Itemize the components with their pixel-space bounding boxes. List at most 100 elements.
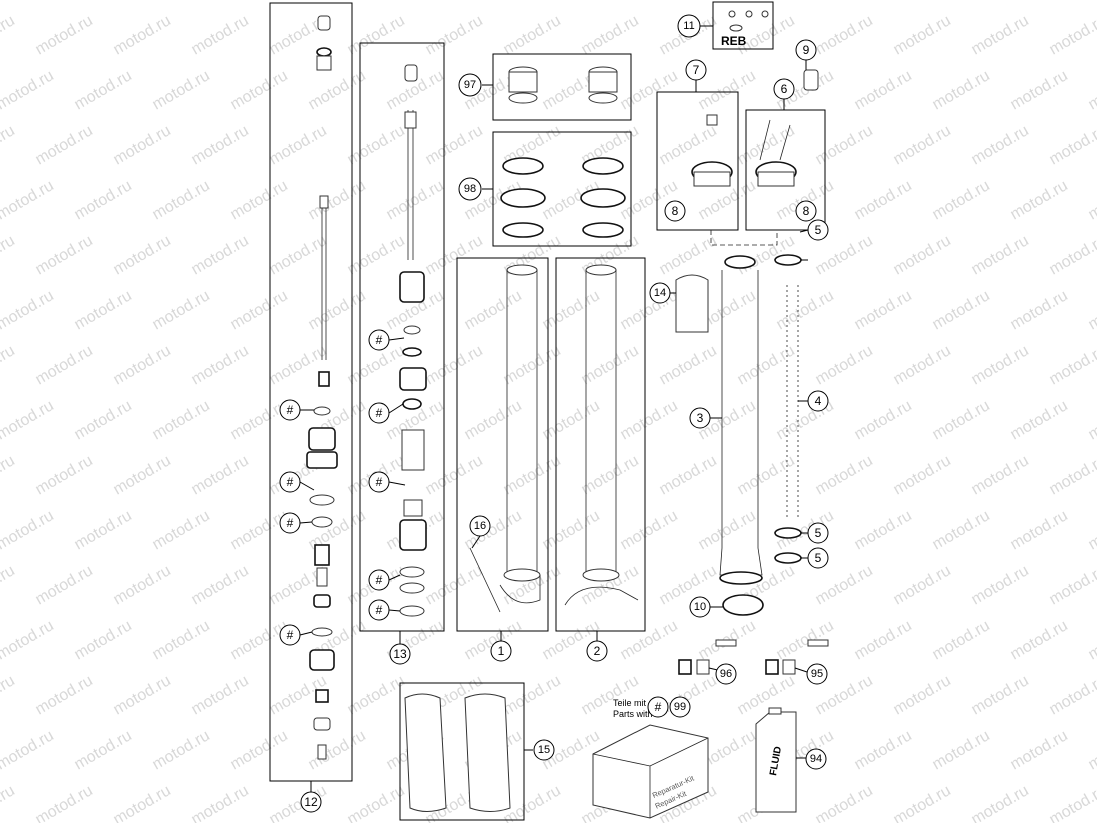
watermark-text: motod.ru: [189, 452, 252, 498]
watermark-text: motod.ru: [930, 727, 993, 773]
watermark-text: motod.ru: [462, 397, 525, 443]
watermark-text: motod.ru: [618, 397, 681, 443]
callout-1[interactable]: 1: [490, 640, 512, 662]
callout-4[interactable]: 4: [807, 390, 829, 412]
watermark-text: motod.ru: [852, 507, 915, 553]
watermark-text: motod.ru: [813, 452, 876, 498]
callout-94[interactable]: 94: [805, 748, 827, 770]
watermark-text: motod.ru: [969, 342, 1032, 388]
hash-marker-12a[interactable]: #: [279, 399, 301, 421]
callout-8b-text: 8: [803, 204, 810, 218]
callout-99[interactable]: 99: [669, 696, 691, 718]
hash-13b-text: #: [376, 406, 383, 420]
hash-marker-12c[interactable]: #: [279, 512, 301, 534]
seals-98: [500, 157, 626, 238]
callout-3[interactable]: 3: [689, 407, 711, 429]
callout-12-text: 12: [304, 795, 318, 809]
watermark-text: motod.ru: [0, 342, 18, 388]
watermark-text: motod.ru: [969, 672, 1032, 718]
watermark-text: motod.ru: [0, 0, 57, 3]
callout-11[interactable]: 11: [677, 14, 701, 38]
watermark-text: motod.ru: [0, 782, 18, 823]
watermark-text: motod.ru: [72, 727, 135, 773]
watermark-text: motod.ru: [1047, 672, 1097, 718]
watermark-text: motod.ru: [462, 0, 525, 3]
hash-marker-13c[interactable]: #: [368, 471, 390, 493]
washer-5c: [774, 552, 802, 564]
callout-hash-99[interactable]: #: [647, 696, 669, 718]
watermark-text: motod.ru: [891, 12, 954, 58]
callout-8a[interactable]: 8: [664, 200, 686, 222]
watermark-text: motod.ru: [618, 67, 681, 113]
box-97: [492, 53, 632, 121]
watermark-text: motod.ru: [1008, 67, 1071, 113]
watermark-text: motod.ru: [501, 672, 564, 718]
watermark-text: motod.ru: [189, 232, 252, 278]
watermark-text: motod.ru: [1086, 177, 1097, 223]
callout-13[interactable]: 13: [389, 643, 411, 665]
callout-15[interactable]: 15: [533, 739, 555, 761]
watermark-text: motod.ru: [345, 122, 408, 168]
watermark-text: motod.ru: [0, 452, 18, 498]
callout-5b[interactable]: 5: [807, 522, 829, 544]
watermark-text: motod.ru: [111, 782, 174, 823]
callout-97[interactable]: 97: [458, 73, 482, 97]
hash-marker-12b[interactable]: #: [279, 471, 301, 493]
watermark-text: motod.ru: [1008, 617, 1071, 663]
callout-2[interactable]: 2: [586, 640, 608, 662]
teile-mit-label: Teile mit: [613, 698, 647, 708]
watermark-text: motod.ru: [891, 122, 954, 168]
watermark-text: motod.ru: [423, 452, 486, 498]
callout-6-text: 6: [781, 82, 788, 96]
watermark-text: motod.ru: [33, 342, 96, 388]
callout-5a[interactable]: 5: [807, 219, 829, 241]
cap-9: [803, 69, 819, 91]
callout-8b[interactable]: 8: [795, 200, 817, 222]
hash-marker-12d[interactable]: #: [279, 624, 301, 646]
callout-14[interactable]: 14: [649, 282, 671, 304]
watermark-text: motod.ru: [0, 727, 57, 773]
callout-6[interactable]: 6: [773, 78, 795, 100]
callout-98[interactable]: 98: [458, 177, 482, 201]
hash-marker-13e[interactable]: #: [368, 599, 390, 621]
callout-5c[interactable]: 5: [807, 547, 829, 569]
hash-marker-13a[interactable]: #: [368, 329, 390, 351]
callout-15-text: 15: [538, 744, 550, 756]
callout-7-text: 7: [693, 63, 700, 77]
watermark-text: motod.ru: [0, 507, 57, 553]
watermark-text: motod.ru: [618, 0, 681, 3]
box-13: [359, 42, 445, 632]
hash-marker-13b[interactable]: #: [368, 402, 390, 424]
callout-98-text: 98: [464, 183, 476, 195]
callout-9[interactable]: 9: [795, 39, 817, 61]
watermark-text: motod.ru: [72, 287, 135, 333]
callout-96[interactable]: 96: [715, 663, 737, 685]
watermark-text: motod.ru: [0, 287, 57, 333]
watermark-text: motod.ru: [1047, 562, 1097, 608]
callout-95[interactable]: 95: [806, 663, 828, 685]
watermark-text: motod.ru: [228, 177, 291, 223]
watermark-text: motod.ru: [1047, 122, 1097, 168]
callout-5c-text: 5: [815, 551, 822, 565]
hash-13a-text: #: [376, 333, 383, 347]
watermark-text: motod.ru: [345, 672, 408, 718]
watermark-text: motod.ru: [930, 617, 993, 663]
callout-12[interactable]: 12: [300, 791, 322, 813]
callout-10[interactable]: 10: [689, 596, 711, 618]
watermark-text: motod.ru: [228, 727, 291, 773]
callout-8a-text: 8: [672, 204, 679, 218]
watermark-text: motod.ru: [0, 67, 57, 113]
hash-99-text: #: [655, 700, 662, 714]
box-6: [745, 109, 826, 231]
callout-99-text: 99: [674, 701, 686, 713]
watermark-text: motod.ru: [228, 67, 291, 113]
spring-4: [786, 285, 799, 520]
watermark-text: motod.ru: [0, 672, 18, 718]
callout-7[interactable]: 7: [685, 59, 707, 81]
bleed-screws-96: [678, 639, 737, 675]
watermark-text: motod.ru: [618, 617, 681, 663]
hash-marker-13d[interactable]: #: [368, 569, 390, 591]
callout-16[interactable]: 16: [469, 515, 491, 537]
parts-with-label: Parts with: [613, 709, 653, 719]
watermark-text: motod.ru: [72, 617, 135, 663]
